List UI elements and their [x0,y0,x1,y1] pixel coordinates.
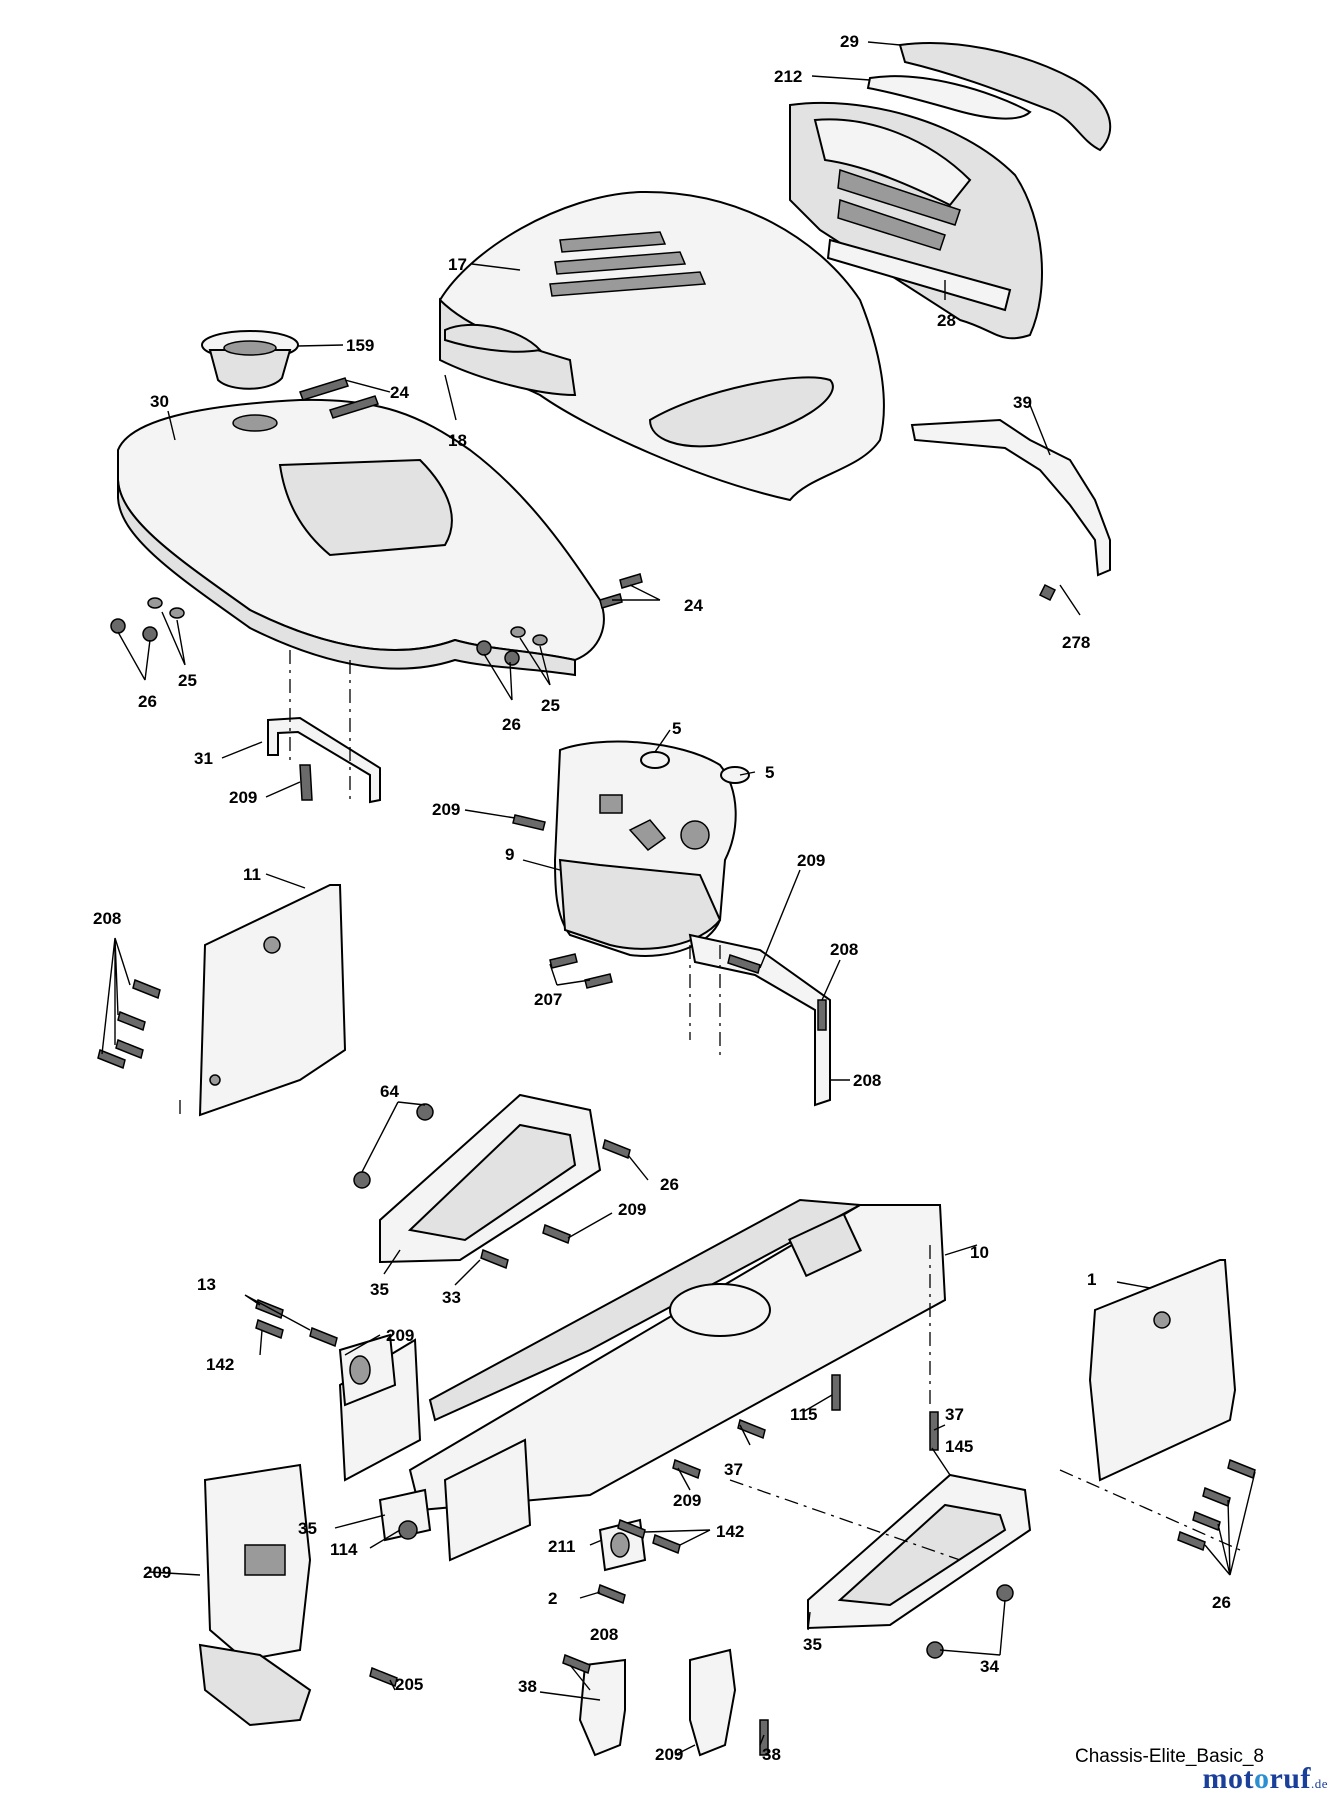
callout-35-b: 209 [673,1491,701,1510]
footrest-left-33 [379,1093,602,1264]
callout-29: 29 [840,32,859,51]
callout-13: 1 [1087,1270,1096,1289]
callout-208-c: 26 [1212,1593,1231,1612]
bracket-142-left [338,1333,397,1407]
callout-34: 35 [803,1635,822,1654]
callout-30: 30 [150,392,169,411]
callout-64: 208 [853,1071,881,1090]
callout-leaders [101,41,1256,1756]
side-panel-11 [198,884,347,1117]
callout-37-b: 145 [945,1437,973,1456]
callout-26-b: 64 [380,1082,399,1101]
assembly-lines [179,650,1241,1561]
callout-28: 28 [937,311,956,330]
callout-207: 207 [534,990,562,1009]
hood-part [438,190,885,502]
callout-205-a: 208 [590,1625,618,1644]
dash-bracket-64 [688,933,831,1107]
callout-26-mid: 26 [502,715,521,734]
callout-5-b: 5 [765,763,774,782]
cup-holder-part [201,330,299,390]
callout-26-c: 34 [980,1657,999,1676]
callout-209-g: 142 [716,1522,744,1541]
footrest-right-34 [807,1473,1032,1630]
callout-9: 9 [505,845,514,864]
callout-209-h: 205 [395,1675,423,1694]
callout-5-a: 5 [672,719,681,738]
callout-212: 212 [774,67,802,86]
side-panel-13 [1088,1259,1237,1482]
callout-25-mid: 25 [541,696,560,715]
brand-logo[interactable]: motoruf.de [1202,1762,1328,1796]
callout-159: 159 [346,336,374,355]
callout-35-a: 209 [618,1200,646,1219]
callout-145: 37 [945,1405,964,1424]
hood-lens-part [866,42,1112,152]
callout-2: 209 [143,1563,171,1582]
callout-209-c: 209 [797,851,825,870]
callout-209-f: 37 [724,1460,743,1479]
callout-31: 31 [194,749,213,768]
fender-part [117,398,605,677]
callout-33: 35 [370,1280,389,1299]
brand-tld: .de [1310,1776,1328,1791]
callout-211: 114 [330,1540,358,1559]
callout-11: 11 [243,865,261,884]
callout-209-a: 209 [229,788,257,807]
callout-142-a: 209 [386,1326,414,1345]
brand-name-suffix: ruf [1269,1762,1311,1795]
callout-209-b: 209 [432,800,460,819]
callout-24-mid: 24 [684,596,703,615]
diagram-caption: Chassis-Elite_Basic_8 [1074,1746,1264,1767]
callout-1: 10 [970,1243,989,1262]
callout-38-a: 38 [518,1677,537,1696]
callout-208-b: 208 [830,940,858,959]
callout-10: 33 [442,1288,461,1307]
front-plate-2 [198,1463,312,1727]
callout-209-e: 13 [197,1275,216,1294]
hardware-fasteners [97,377,1256,1756]
callout-35-c: 2 [548,1589,557,1608]
callout-17: 17 [448,255,467,274]
callout-labels: 29 212 17 28 159 24 30 18 39 24 278 26 2… [93,32,1231,1764]
fender-bracket-31 [267,716,381,804]
callout-24-top: 24 [390,383,409,402]
callout-25-left: 25 [178,671,197,690]
callout-39: 39 [1013,393,1032,412]
callout-26-left: 26 [138,692,157,711]
bracket-114 [378,1488,432,1542]
dashboard-panel-9 [553,740,750,957]
bracket-38-left [578,1658,626,1757]
callout-114: 35 [298,1519,317,1538]
bracket-38-right [689,1648,737,1757]
front-grille-part [789,101,1043,340]
callout-209-d: 26 [660,1175,679,1194]
callout-205-b: 38 [762,1745,781,1764]
brand-name-prefix: mot [1202,1762,1254,1795]
callout-18: 18 [448,431,467,450]
callout-115: 142 [206,1355,234,1374]
callout-38-b: 209 [655,1745,683,1764]
hood-bracket-39 [910,418,1111,602]
brand-name-o: o [1253,1762,1270,1795]
callout-278: 278 [1062,633,1090,652]
callout-142-b: 211 [548,1537,575,1556]
callout-208-a: 208 [93,909,121,928]
callout-37-a: 115 [790,1405,817,1424]
